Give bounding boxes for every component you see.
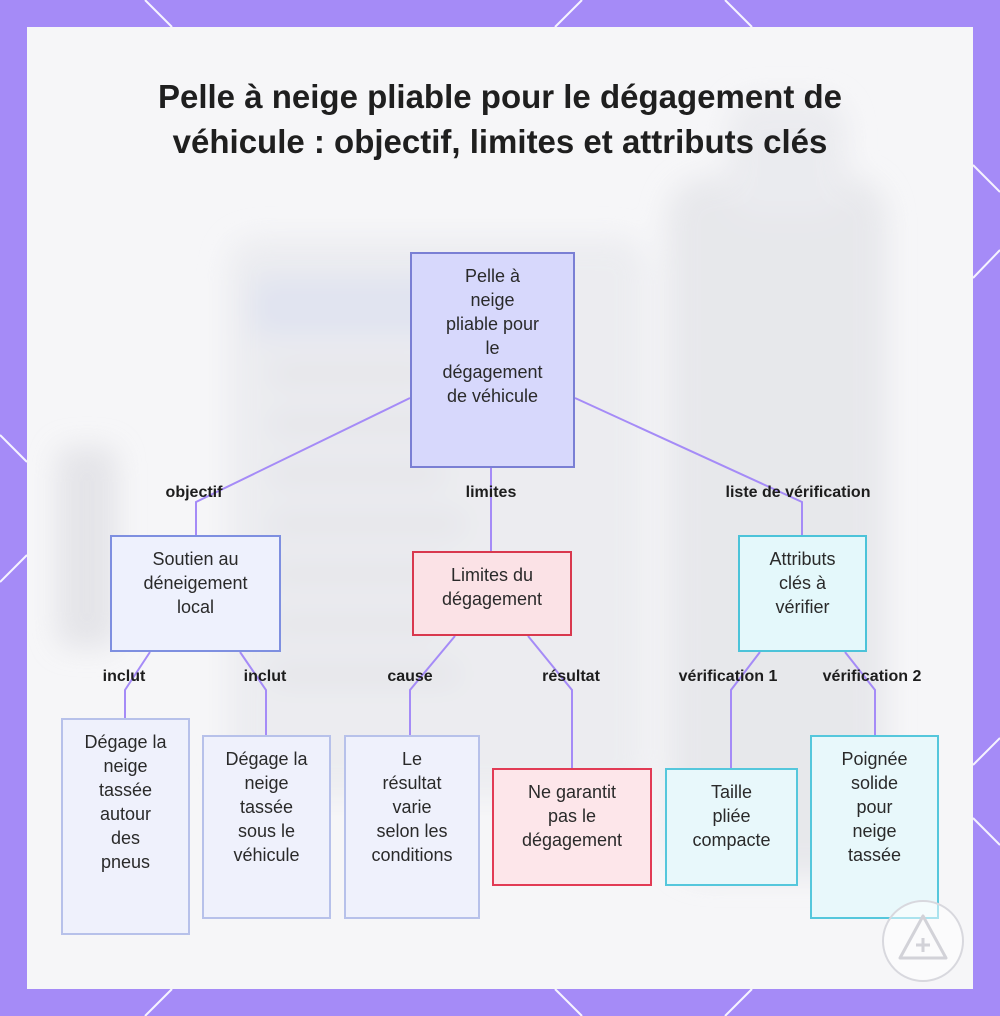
node-leaf-varies: Le résultat varie selon les conditions — [344, 735, 480, 919]
node-leaf-under-label: Dégage la neige tassée sous le véhicule — [225, 749, 308, 865]
edge-label-objectif: objectif — [165, 484, 223, 501]
node-leaf-handle: Poignée solide pour neige tassée — [810, 735, 939, 919]
edge-label-inclut-2: inclut — [243, 668, 287, 685]
node-leaf-tires-label: Dégage la neige tassée autour des pneus — [84, 732, 167, 872]
node-leaf-under: Dégage la neige tassée sous le véhicule — [202, 735, 331, 919]
edge-label-cause: cause — [387, 668, 433, 685]
node-leaf-no-guarantee-label: Ne garantit pas le dégagement — [521, 782, 623, 850]
node-leaf-varies-label: Le résultat varie selon les conditions — [371, 749, 453, 865]
node-leaf-handle-label: Poignée solide pour neige tassée — [841, 749, 908, 865]
node-limits-label: Limites du dégagement — [441, 565, 543, 609]
diagram-title: Pelle à neige pliable pour le dégagement… — [157, 78, 843, 160]
edge-label-resultat: résultat — [542, 668, 600, 685]
edge-label-verif-2: vérification 2 — [822, 668, 922, 685]
node-objective: Soutien au déneigement local — [110, 535, 281, 652]
watermark-logo-icon — [882, 900, 964, 982]
node-attributes-label: Attributs clés à vérifier — [769, 549, 836, 617]
edge-label-limites: limites — [465, 484, 517, 501]
node-root: Pelle à neige pliable pour le dégagement… — [410, 252, 575, 468]
node-root-label: Pelle à neige pliable pour le dégagement… — [442, 266, 543, 406]
node-leaf-no-guarantee: Ne garantit pas le dégagement — [492, 768, 652, 886]
node-leaf-compact: Taille pliée compacte — [665, 768, 798, 886]
node-limits: Limites du dégagement — [412, 551, 572, 636]
node-objective-label: Soutien au déneigement local — [143, 549, 248, 617]
edge-label-inclut-1: inclut — [102, 668, 146, 685]
edge-label-liste: liste de vérification — [725, 484, 871, 501]
node-leaf-tires: Dégage la neige tassée autour des pneus — [61, 718, 190, 935]
node-leaf-compact-label: Taille pliée compacte — [692, 782, 771, 850]
node-attributes: Attributs clés à vérifier — [738, 535, 867, 652]
edge-label-verif-1: vérification 1 — [678, 668, 778, 685]
